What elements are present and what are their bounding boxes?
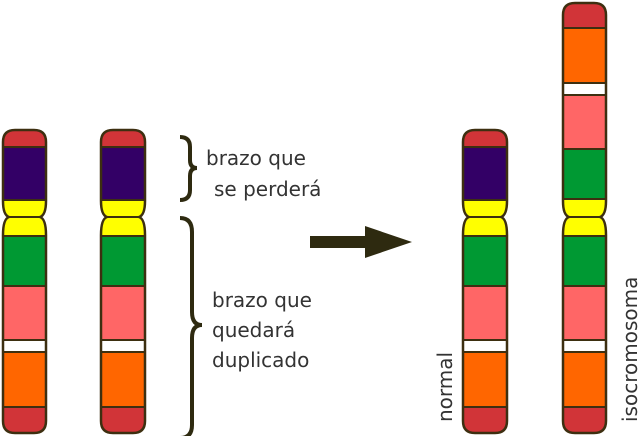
band-green (3, 235, 46, 287)
band-orange (563, 27, 606, 84)
curly-brace-icon (179, 135, 198, 202)
band-green (563, 148, 606, 200)
band-orange (563, 351, 606, 408)
band-centromere (463, 199, 507, 218)
lost-arm-label-line1: brazo que (206, 146, 306, 170)
band-pink (563, 94, 606, 150)
band-telomere (101, 406, 145, 433)
band-white (563, 339, 606, 353)
chromosome-outline (461, 128, 509, 435)
band-pink (3, 285, 46, 341)
band-orange (101, 351, 145, 408)
chromosome-normal (461, 128, 509, 435)
band-centromere (563, 216, 606, 237)
band-green (101, 235, 145, 287)
chromosome-outline (99, 128, 147, 435)
isochromosome-label: isocromosoma (618, 277, 640, 422)
band-white (563, 82, 606, 96)
band-orange (3, 351, 46, 408)
lost-arm-label-line2: se perderá (214, 177, 321, 201)
band-pink (563, 285, 606, 341)
band-orange (463, 351, 507, 408)
band-centromere (3, 199, 46, 218)
chromosome-left-2 (99, 128, 147, 435)
curly-brace-icon (179, 216, 203, 436)
chromosome-isochromosome (561, 1, 608, 435)
chromosome-outline (1, 128, 48, 435)
band-green (563, 235, 606, 287)
chromosome-outline (561, 1, 608, 435)
duplicated-arm-label-line1: brazo que (212, 288, 312, 312)
normal-label: normal (433, 352, 457, 422)
band-pink (463, 285, 507, 341)
band-white (101, 339, 145, 353)
band-p_arm (463, 146, 507, 201)
duplicated-arm-label-line3: duplicado (212, 348, 309, 372)
band-centromere (101, 199, 145, 218)
duplicated-arm-label-line2: quedará (212, 318, 295, 342)
band-centromere (463, 216, 507, 237)
band-white (3, 339, 46, 353)
band-telomere (563, 406, 606, 433)
band-telomere (3, 406, 46, 433)
band-pink (101, 285, 145, 341)
band-telomere (563, 3, 606, 29)
band-p_arm (3, 146, 46, 201)
band-p_arm (101, 146, 145, 201)
chromosome-left-1 (1, 128, 48, 435)
band-centromere (101, 216, 145, 237)
band-green (463, 235, 507, 287)
band-white (463, 339, 507, 353)
band-centromere (563, 198, 606, 218)
band-telomere (463, 406, 507, 433)
band-centromere (3, 216, 46, 237)
right-arrow-icon (310, 226, 412, 258)
